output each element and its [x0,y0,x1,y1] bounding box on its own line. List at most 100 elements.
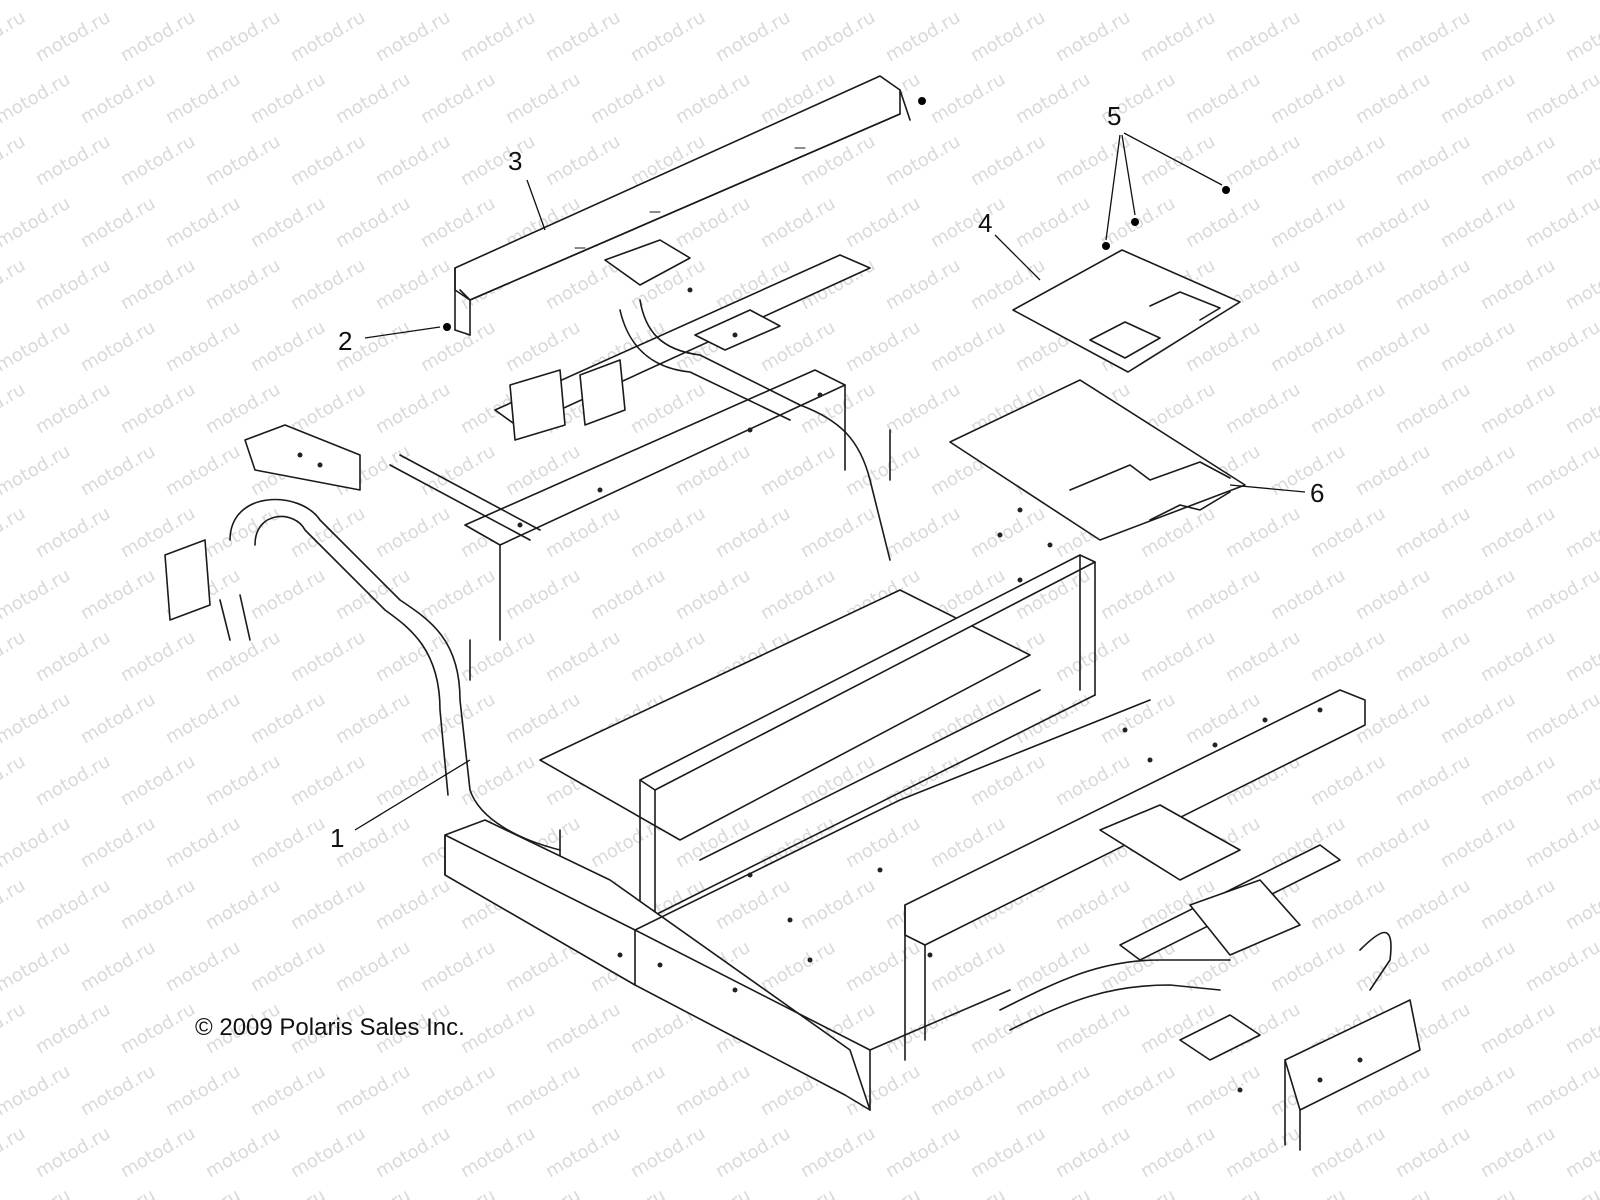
watermark-text: motod.ru [1562,379,1600,438]
watermark-text: motod.ru [1352,813,1434,872]
watermark-text: motod.ru [587,1061,669,1120]
watermark-text: motod.ru [1012,1185,1094,1200]
watermark-text: motod.ru [672,0,754,4]
watermark-text: motod.ru [417,69,499,128]
watermark-text: motod.ru [77,0,159,4]
watermark-text: motod.ru [247,69,329,128]
watermark-text: motod.ru [587,565,669,624]
watermark-text: motod.ru [882,255,964,314]
watermark-text: motod.ru [1097,565,1179,624]
watermark-text: motod.ru [1012,193,1094,252]
watermark-text: motod.ru [247,1185,329,1200]
watermark-text: motod.ru [247,689,329,748]
watermark-text: motod.ru [842,0,924,4]
watermark-text: motod.ru [247,813,329,872]
callout-2: 2 [338,326,352,356]
watermark-text: motod.ru [202,255,284,314]
watermark-text: motod.ru [417,1185,499,1200]
watermark-text: motod.ru [162,689,244,748]
watermark-text: motod.ru [372,875,454,934]
leader-5a [1105,134,1121,241]
watermark-text: motod.ru [1307,503,1389,562]
watermark-text: motod.ru [77,937,159,996]
watermark-text: motod.ru [117,255,199,314]
watermark-text: motod.ru [332,937,414,996]
watermark-text: motod.ru [1182,1061,1264,1120]
watermark-text: motod.ru [672,1061,754,1120]
watermark-text: motod.ru [1352,565,1434,624]
watermark-text: motod.ru [672,1185,754,1200]
watermark-text: motod.ru [757,0,839,4]
watermark-text: motod.ru [1477,7,1559,66]
watermark-text: motod.ru [842,317,924,376]
watermark-text: motod.ru [1437,1061,1519,1120]
watermark-text: motod.ru [502,1185,584,1200]
watermark-text: motod.ru [77,193,159,252]
watermark-text: motod.ru [1222,627,1304,686]
watermark-text: motod.ru [457,131,539,190]
watermark-text: motod.ru [32,1123,114,1182]
watermark-text: motod.ru [32,627,114,686]
watermark-text: motod.ru [287,7,369,66]
watermark-text: motod.ru [1307,627,1389,686]
watermark-text: motod.ru [77,69,159,128]
watermark-text: motod.ru [77,317,159,376]
watermark-text: motod.ru [967,751,1049,810]
watermark-text: motod.ru [712,1123,794,1182]
watermark-text: motod.ru [162,193,244,252]
leader-4 [994,234,1041,281]
roll-cage-tubes [229,299,891,851]
watermark-text: motod.ru [417,565,499,624]
watermark-text: motod.ru [757,565,839,624]
fastener-part-2 [443,97,926,331]
watermark-text: motod.ru [1437,689,1519,748]
watermark-text: motod.ru [417,1061,499,1120]
watermark-text: motod.ru [372,379,454,438]
leader-2 [364,326,441,339]
cover-plate-part-4 [1012,249,1241,373]
watermark-text: motod.ru [1267,0,1349,4]
watermark-text: motod.ru [797,1123,879,1182]
watermark-text: motod.ru [162,317,244,376]
watermark-text: motod.ru [117,379,199,438]
watermark-text: motod.ru [757,937,839,996]
watermark-text: motod.ru [672,69,754,128]
watermark-text: motod.ru [1392,1123,1474,1182]
watermark-text: motod.ru [967,131,1049,190]
leader-lines [354,132,1306,831]
watermark-text: motod.ru [842,937,924,996]
watermark-text: motod.ru [1392,751,1474,810]
watermark-text: motod.ru [1182,193,1264,252]
watermark-text: motod.ru [1182,69,1264,128]
watermark-text: motod.ru [117,131,199,190]
watermark-text: motod.ru [32,751,114,810]
watermark-text: motod.ru [927,0,1009,4]
watermark-text: motod.ru [1562,1123,1600,1182]
watermark-text: motod.ru [927,317,1009,376]
watermark-text: motod.ru [1477,875,1559,934]
watermark-text: motod.ru [372,503,454,562]
watermark-text: motod.ru [0,999,29,1058]
watermark-text: motod.ru [502,317,584,376]
watermark-text: motod.ru [1052,999,1134,1058]
watermark-text: motod.ru [882,503,964,562]
watermark-text: motod.ru [1307,1123,1389,1182]
watermark-text: motod.ru [542,999,624,1058]
watermark-text: motod.ru [587,0,669,4]
watermark-text: motod.ru [1012,1061,1094,1120]
watermark-text: motod.ru [1562,627,1600,686]
watermark-text: motod.ru [117,875,199,934]
watermark-text: motod.ru [1352,1185,1434,1200]
watermark-text: motod.ru [77,689,159,748]
watermark-text: motod.ru [287,627,369,686]
watermark-text: motod.ru [1267,1185,1349,1200]
watermark-text: motod.ru [1352,317,1434,376]
watermark-text: motod.ru [1307,131,1389,190]
watermark-text: motod.ru [0,503,29,562]
watermark-text: motod.ru [1437,69,1519,128]
watermark-text: motod.ru [117,7,199,66]
watermark-text: motod.ru [32,999,114,1058]
callout-3: 3 [508,146,522,176]
watermark-text: motod.ru [1562,255,1600,314]
watermark-text: motod.ru [1437,441,1519,500]
